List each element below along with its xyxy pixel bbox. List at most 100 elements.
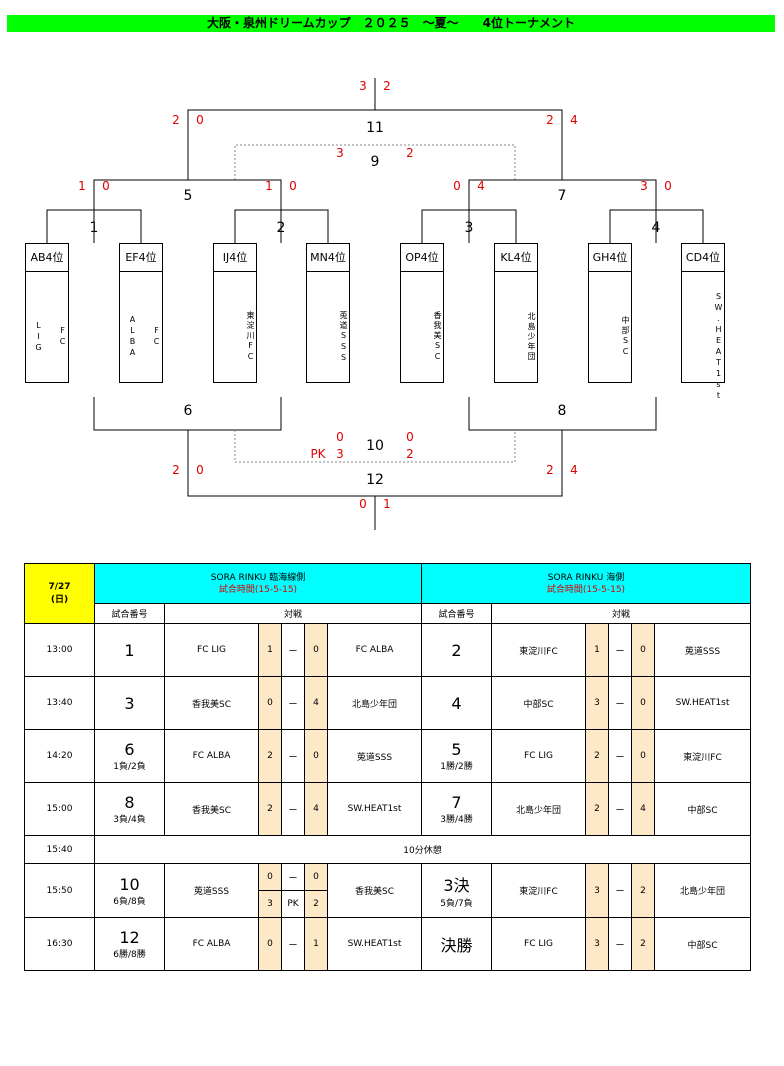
score-2: 0 (631, 676, 655, 730)
team-2: 中部SC (654, 917, 751, 971)
team-1: FC LIG (491, 729, 586, 783)
score: 0 (664, 179, 672, 193)
game-number: 6 (124, 740, 135, 759)
game-number-cell: 2 (421, 623, 492, 677)
team-name: 東淀川FC (246, 311, 255, 363)
match-8: 8 (558, 403, 567, 419)
game-number: 4 (451, 693, 462, 713)
score: 0 (196, 113, 204, 127)
score: 3 (359, 79, 367, 93)
score: 3 (336, 447, 344, 461)
score-2: 0 (304, 623, 328, 677)
game-number: 8 (124, 793, 135, 812)
score: 0 (102, 179, 110, 193)
team-name: 香我美SC (433, 311, 442, 363)
game-number-cell: 12 6勝/8勝 (94, 917, 165, 971)
time-cell: 15:50 (24, 863, 95, 918)
team-2: FC ALBA (327, 623, 422, 677)
game-number-cell: 決勝 (421, 917, 492, 971)
game-note: 6勝/8勝 (113, 950, 146, 960)
dash: ー (608, 917, 632, 971)
time-cell: 15:00 (24, 782, 95, 836)
team-1: FC LIG (164, 623, 259, 677)
page-title: 大阪・泉州ドリームカップ ２０２５ ～夏～ 4位トーナメント (7, 15, 775, 32)
score-1: 1 (258, 623, 282, 677)
col-match-b: 対戦 (491, 603, 751, 624)
time-cell: 16:30 (24, 917, 95, 971)
match-9: 9 (371, 154, 380, 170)
dash: ー (608, 623, 632, 677)
col-game-a: 試合番号 (94, 603, 165, 624)
score-2: 1 (304, 917, 328, 971)
game-number: 2 (451, 640, 462, 660)
score-1: 1 (585, 623, 609, 677)
dash: ー (281, 863, 305, 891)
team-2: SW.HEAT1st (327, 782, 422, 836)
tournament-bracket: 11 9 5 7 1 2 3 4 6 8 10 12 3 2 2 0 2 4 3… (46, 78, 704, 530)
game-note: 6負/8負 (113, 896, 146, 907)
team-name: 莵道SSS (339, 310, 348, 364)
team-1: 中部SC (491, 676, 586, 730)
score-2: 0 (304, 729, 328, 783)
score: 1 (78, 179, 86, 193)
score: 2 (406, 447, 414, 461)
team-box: IJ4位東淀川FC (213, 243, 257, 383)
score: 2 (406, 146, 414, 160)
game-number-cell: 8 3負/4負 (94, 782, 165, 836)
match-4: 4 (652, 220, 661, 236)
date-cell: 7/27 (日) (24, 563, 95, 624)
score: 2 (546, 113, 554, 127)
match-2: 2 (277, 220, 286, 236)
score-2: 2 (631, 863, 655, 918)
game-note: 3勝/4勝 (440, 815, 473, 825)
score-2: 0 (631, 623, 655, 677)
team-1: 東淀川FC (491, 623, 586, 677)
match-11: 11 (366, 120, 384, 136)
team-1: FC LIG (491, 917, 586, 971)
game-number: 決勝 (440, 936, 473, 955)
score-1: 2 (258, 729, 282, 783)
dash: ー (281, 782, 305, 836)
score-2: 4 (304, 782, 328, 836)
score: 0 (336, 430, 344, 444)
venue-a: SORA RINKU 臨海線側試合時間(15-5-15) (94, 563, 422, 604)
time-cell: 13:00 (24, 623, 95, 677)
match-5: 5 (184, 188, 193, 204)
team-2: 北島少年団 (654, 863, 751, 918)
score: 4 (477, 179, 485, 193)
game-number: 12 (119, 928, 140, 947)
score: 0 (453, 179, 461, 193)
col-match-a: 対戦 (164, 603, 422, 624)
score: 3 (336, 146, 344, 160)
score: 2 (172, 113, 180, 127)
team-name: FC ALBA (128, 315, 161, 359)
team-name: 北島少年団 (527, 312, 536, 362)
dash: ー (608, 729, 632, 783)
team-1: 東淀川FC (491, 863, 586, 918)
team-2: SW.HEAT1st (327, 917, 422, 971)
score: 2 (172, 463, 180, 477)
schedule-table: 7/27 (日) SORA RINKU 臨海線側試合時間(15-5-15) SO… (24, 563, 751, 971)
score: 2 (546, 463, 554, 477)
score: 4 (570, 113, 578, 127)
team-1: FC ALBA (164, 729, 259, 783)
col-game-b: 試合番号 (421, 603, 492, 624)
score-2: 2 (631, 917, 655, 971)
score-2: 4 (631, 782, 655, 836)
score-2: 4 (304, 676, 328, 730)
game-number: 1 (124, 640, 135, 660)
team-1: 香我美SC (164, 676, 259, 730)
team-box: GH4位中部SC (588, 243, 632, 383)
game-note: 3負/4負 (113, 815, 146, 825)
team-1: 莵道SSS (164, 863, 259, 918)
team-2: 東淀川FC (654, 729, 751, 783)
score-1: 3 (585, 917, 609, 971)
